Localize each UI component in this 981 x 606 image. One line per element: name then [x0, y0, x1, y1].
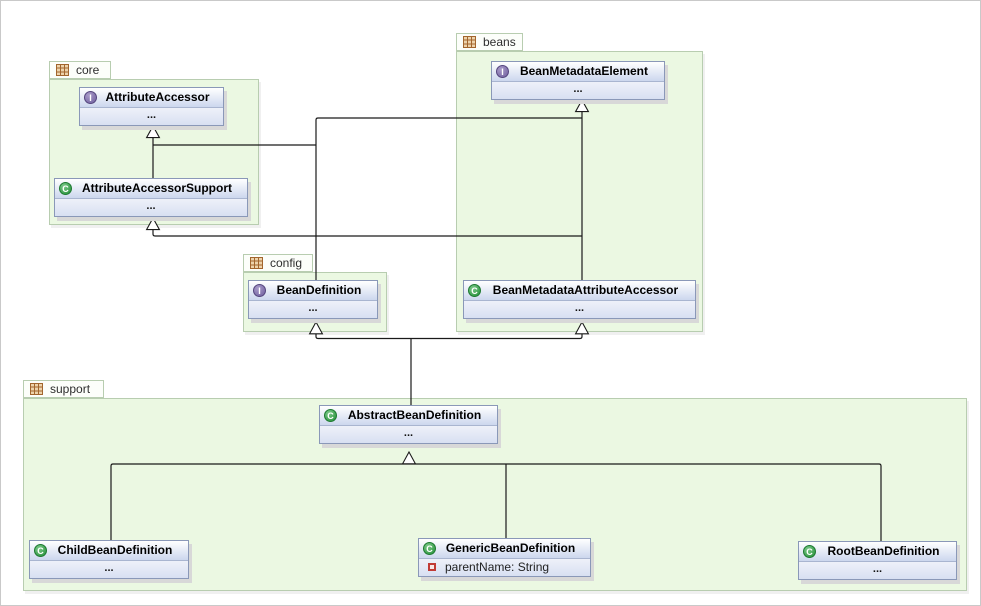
class-name: ChildBeanDefinition: [57, 543, 173, 557]
ellipsis-label: ...: [573, 83, 583, 95]
class-title-row: I BeanDefinition: [249, 281, 377, 301]
class-icon: C: [34, 544, 47, 557]
package-support-tab[interactable]: support: [23, 380, 104, 398]
class-name: BeanDefinition: [276, 283, 362, 297]
generalization-arrowhead-beanmetadataelement: [574, 98, 590, 113]
ellipsis-label: ...: [403, 427, 414, 439]
private-field-icon: [428, 563, 436, 571]
package-name: beans: [483, 35, 516, 49]
generalization-arrowhead-beandefinition: [308, 320, 324, 335]
package-name: config: [270, 256, 303, 270]
class-icon: C: [423, 542, 436, 555]
class-name: BeanMetadataElement: [519, 64, 649, 78]
interface-icon: I: [253, 284, 266, 297]
class-title-row: I AttributeAccessor: [80, 88, 223, 108]
class-node-bean-definition[interactable]: I BeanDefinition ...: [248, 280, 378, 319]
class-node-child-bean-definition[interactable]: C ChildBeanDefinition ...: [29, 540, 189, 579]
class-compartment: ...: [55, 199, 247, 216]
interface-icon: I: [496, 65, 509, 78]
package-icon: [56, 64, 69, 76]
package-core-tab[interactable]: core: [49, 61, 111, 79]
generalization-arrowhead-abstractbeandefinition: [401, 450, 417, 465]
class-compartment: ...: [320, 426, 497, 443]
ellipsis-label: ...: [104, 562, 114, 574]
class-compartment: ...: [30, 561, 188, 578]
class-name: GenericBeanDefinition: [445, 541, 576, 555]
generalization-arrowhead-attributeaccessor: [145, 124, 161, 139]
class-name: BeanMetadataAttributeAccessor: [492, 283, 679, 297]
ellipsis-label: ...: [872, 563, 883, 575]
class-compartment: ...: [799, 562, 956, 579]
attribute-label: parentName: String: [445, 560, 550, 574]
class-icon: C: [59, 182, 72, 195]
class-compartment: ...: [249, 301, 377, 318]
package-icon: [463, 36, 476, 48]
class-name: RootBeanDefinition: [827, 544, 940, 558]
class-node-attribute-accessor[interactable]: I AttributeAccessor ...: [79, 87, 224, 126]
ellipsis-label: ...: [574, 302, 585, 314]
ellipsis-label: ...: [308, 302, 318, 314]
class-title-row: C ChildBeanDefinition: [30, 541, 188, 561]
class-compartment: ...: [492, 82, 664, 99]
class-node-attribute-accessor-support[interactable]: C AttributeAccessorSupport ...: [54, 178, 248, 217]
class-name: AttributeAccessor: [105, 90, 210, 104]
class-title-row: C GenericBeanDefinition: [419, 539, 590, 559]
class-node-root-bean-definition[interactable]: C RootBeanDefinition ...: [798, 541, 957, 580]
class-title-row: I BeanMetadataElement: [492, 62, 664, 82]
class-compartment: ...: [464, 301, 695, 318]
ellipsis-label: ...: [146, 200, 156, 212]
class-name: AbstractBeanDefinition: [347, 408, 482, 422]
package-name: support: [50, 382, 91, 396]
package-beans-tab[interactable]: beans: [456, 33, 523, 51]
class-attribute-row: parentName: String: [419, 559, 590, 576]
package-config-tab[interactable]: config: [243, 254, 313, 272]
class-node-bean-metadata-element[interactable]: I BeanMetadataElement ...: [491, 61, 665, 100]
class-node-generic-bean-definition[interactable]: C GenericBeanDefinition parentName: Stri…: [418, 538, 591, 577]
generalization-arrowhead-attributeaccessorsupport: [145, 216, 161, 231]
class-node-bean-metadata-attribute-accessor[interactable]: C BeanMetadataAttributeAccessor ...: [463, 280, 696, 319]
class-title-row: C BeanMetadataAttributeAccessor: [464, 281, 695, 301]
edge-beandefinition-to-beanmetadataelement[interactable]: [315, 117, 582, 280]
generalization-arrowhead-beanmetadataattributeaccessor: [574, 320, 590, 335]
edge-beanmetadataattributeaccessor-to-attributeaccessorsupport[interactable]: [152, 229, 582, 237]
class-icon: C: [803, 545, 816, 558]
edge-abstractbeandefinition-to-parents[interactable]: [315, 334, 583, 405]
class-name: AttributeAccessorSupport: [81, 181, 233, 195]
package-name: core: [76, 63, 100, 77]
class-title-row: C RootBeanDefinition: [799, 542, 956, 562]
edge-subclasses-to-abstractbeandefinition[interactable]: [110, 463, 882, 541]
interface-icon: I: [84, 91, 97, 104]
class-compartment: ...: [80, 108, 223, 125]
package-icon: [30, 383, 43, 395]
class-title-row: C AttributeAccessorSupport: [55, 179, 247, 199]
class-icon: C: [468, 284, 481, 297]
ellipsis-label: ...: [146, 109, 157, 121]
package-icon: [250, 257, 263, 269]
class-title-row: C AbstractBeanDefinition: [320, 406, 497, 426]
class-icon: C: [324, 409, 337, 422]
class-node-abstract-bean-definition[interactable]: C AbstractBeanDefinition ...: [319, 405, 498, 444]
